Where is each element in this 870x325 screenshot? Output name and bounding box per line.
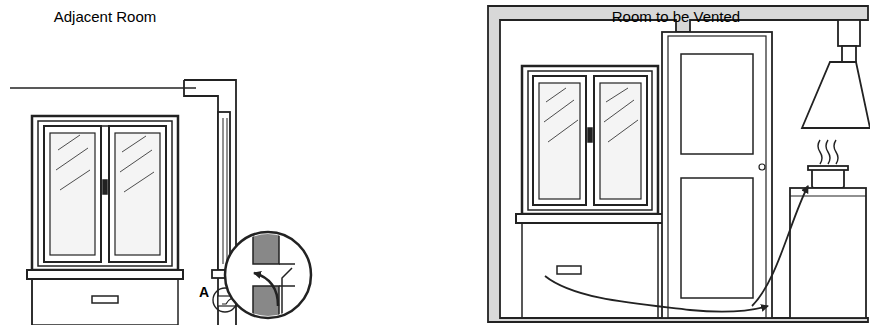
room-heading: Adjacent Room (54, 8, 157, 25)
callout-letter: A (197, 284, 211, 300)
detail-magnifier (225, 228, 311, 325)
door (662, 32, 772, 318)
airflow-arrows (545, 186, 808, 312)
room-heading: Room to be Vented (612, 8, 740, 25)
vented-room-window (516, 66, 664, 318)
adjacent-room (10, 88, 196, 325)
vented-room-frame (488, 6, 868, 322)
kitchen-hood-stove (790, 20, 870, 318)
